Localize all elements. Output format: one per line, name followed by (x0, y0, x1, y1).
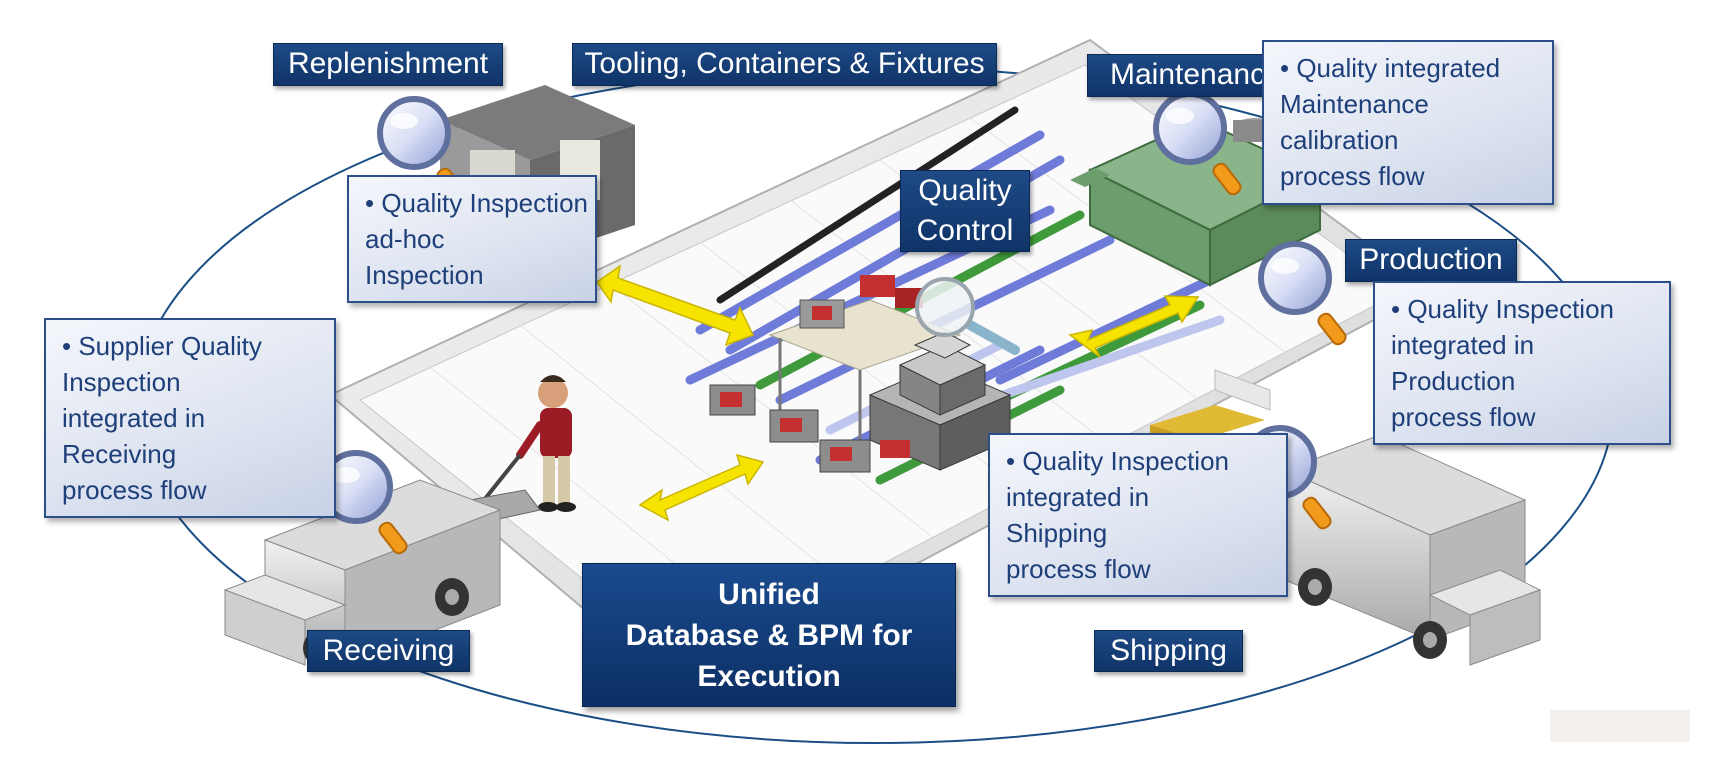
callout-shipping: • Quality Inspection integrated in Shipp… (988, 433, 1288, 597)
callout-maintenance: • Quality integrated Maintenance calibra… (1262, 40, 1554, 205)
tooling-label: Tooling, Containers & Fixtures (572, 43, 997, 86)
callout-line: • Supplier Quality (62, 331, 262, 361)
callout-line: ad-hoc (365, 224, 445, 254)
shipping-label: Shipping (1094, 630, 1243, 672)
arrow-lower-left (638, 453, 765, 522)
magnifier-icon (915, 277, 1020, 355)
callout-line: process flow (1280, 161, 1425, 191)
callout-line: integrated in (1006, 482, 1150, 512)
maintenance-label: Maintenance (1087, 54, 1282, 97)
callout-line: • Quality Inspection (1391, 294, 1614, 324)
callout-line: Production (1391, 366, 1516, 396)
callout-line: Inspection (62, 367, 181, 397)
shipping-truck (1283, 434, 1542, 666)
replenishment-label: Replenishment (273, 43, 503, 86)
callout-line: process flow (1391, 402, 1536, 432)
operator-figure (469, 375, 576, 523)
callout-line: Receiving (62, 439, 177, 469)
callout-adhoc-inspection: • Quality Inspection ad-hoc Inspection (347, 175, 597, 303)
arrow-right (1068, 295, 1200, 358)
production-label: Production (1345, 239, 1517, 282)
callout-supplier-receiving: • Supplier Quality Inspection integrated… (44, 318, 336, 518)
callout-line: calibration (1280, 125, 1399, 155)
callout-line: • Quality Inspection (1006, 446, 1229, 476)
callout-line: • Quality integrated (1280, 53, 1501, 83)
callout-line: integrated in (62, 403, 206, 433)
center-title: Unified Database & BPM for Execution (582, 563, 956, 707)
callout-line: Shipping (1006, 518, 1108, 548)
center-title-line-1: Unified (718, 577, 820, 611)
callout-production: • Quality Inspection integrated in Produ… (1373, 281, 1671, 445)
receiving-label: Receiving (307, 630, 470, 672)
callout-line: • Quality Inspection (365, 188, 588, 218)
quality-control-label: Quality Control (900, 170, 1030, 252)
callout-line: Maintenance (1280, 89, 1429, 119)
open-boxes (709, 384, 910, 473)
quality-control-line-2: Control (916, 214, 1014, 247)
callout-line: process flow (1006, 554, 1151, 584)
center-title-line-2: Database & BPM for (625, 618, 913, 652)
callout-line: Inspection (365, 260, 484, 290)
quality-control-line-1: Quality (918, 174, 1012, 207)
callout-line: integrated in (1391, 330, 1535, 360)
callout-line: process flow (62, 475, 207, 505)
flow-arrows (595, 264, 1200, 522)
center-title-line-3: Execution (697, 659, 841, 693)
box-stack (868, 331, 1012, 471)
blur-mark (1550, 710, 1690, 742)
arrow-upper-left (595, 264, 755, 347)
